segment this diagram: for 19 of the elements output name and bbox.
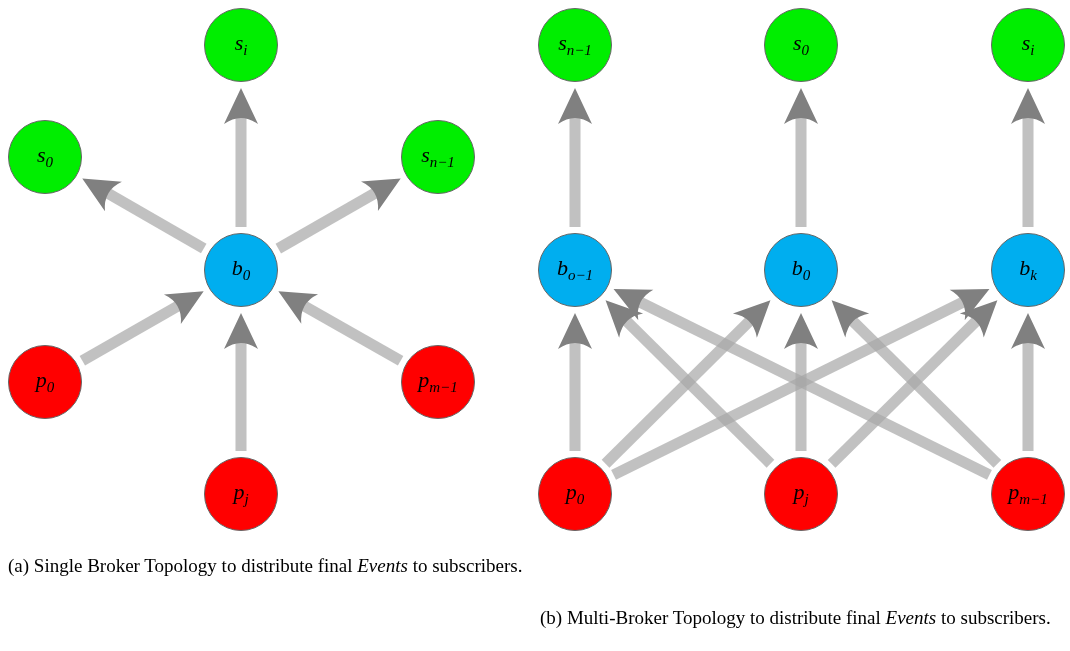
node-label: p$_{0}$ [35, 367, 55, 397]
node-label: b$_{0}$ [231, 255, 251, 285]
node-label: p$_{0}$ [565, 479, 585, 509]
subfigure-caption: (b) Multi-Broker Topology to distribute final Events to subscribers. [540, 606, 1052, 630]
node-label: s$_{n−1}$ [558, 30, 592, 60]
node-label: p$_{m−1}$ [418, 367, 458, 397]
node-label: s$_{0}$ [792, 30, 810, 60]
node-label: p$_{j}$ [233, 479, 249, 509]
node-label: s$_{0}$ [36, 142, 54, 172]
node-label: s$_{i}$ [234, 30, 248, 60]
node-label: b$_{k}$ [1019, 255, 1037, 285]
node-label: b$_{0}$ [791, 255, 811, 285]
subfigure-caption: (a) Single Broker Topology to distribute final Events to subscribers. [8, 554, 524, 578]
node-label: s$_{i}$ [1021, 30, 1035, 60]
node-label: s$_{n−1}$ [421, 142, 455, 172]
publisher-circle [764, 457, 838, 531]
node-label: p$_{j}$ [793, 479, 809, 509]
node-label: p$_{m−1}$ [1008, 479, 1048, 509]
node-label: b$_{o−1}$ [556, 255, 594, 285]
